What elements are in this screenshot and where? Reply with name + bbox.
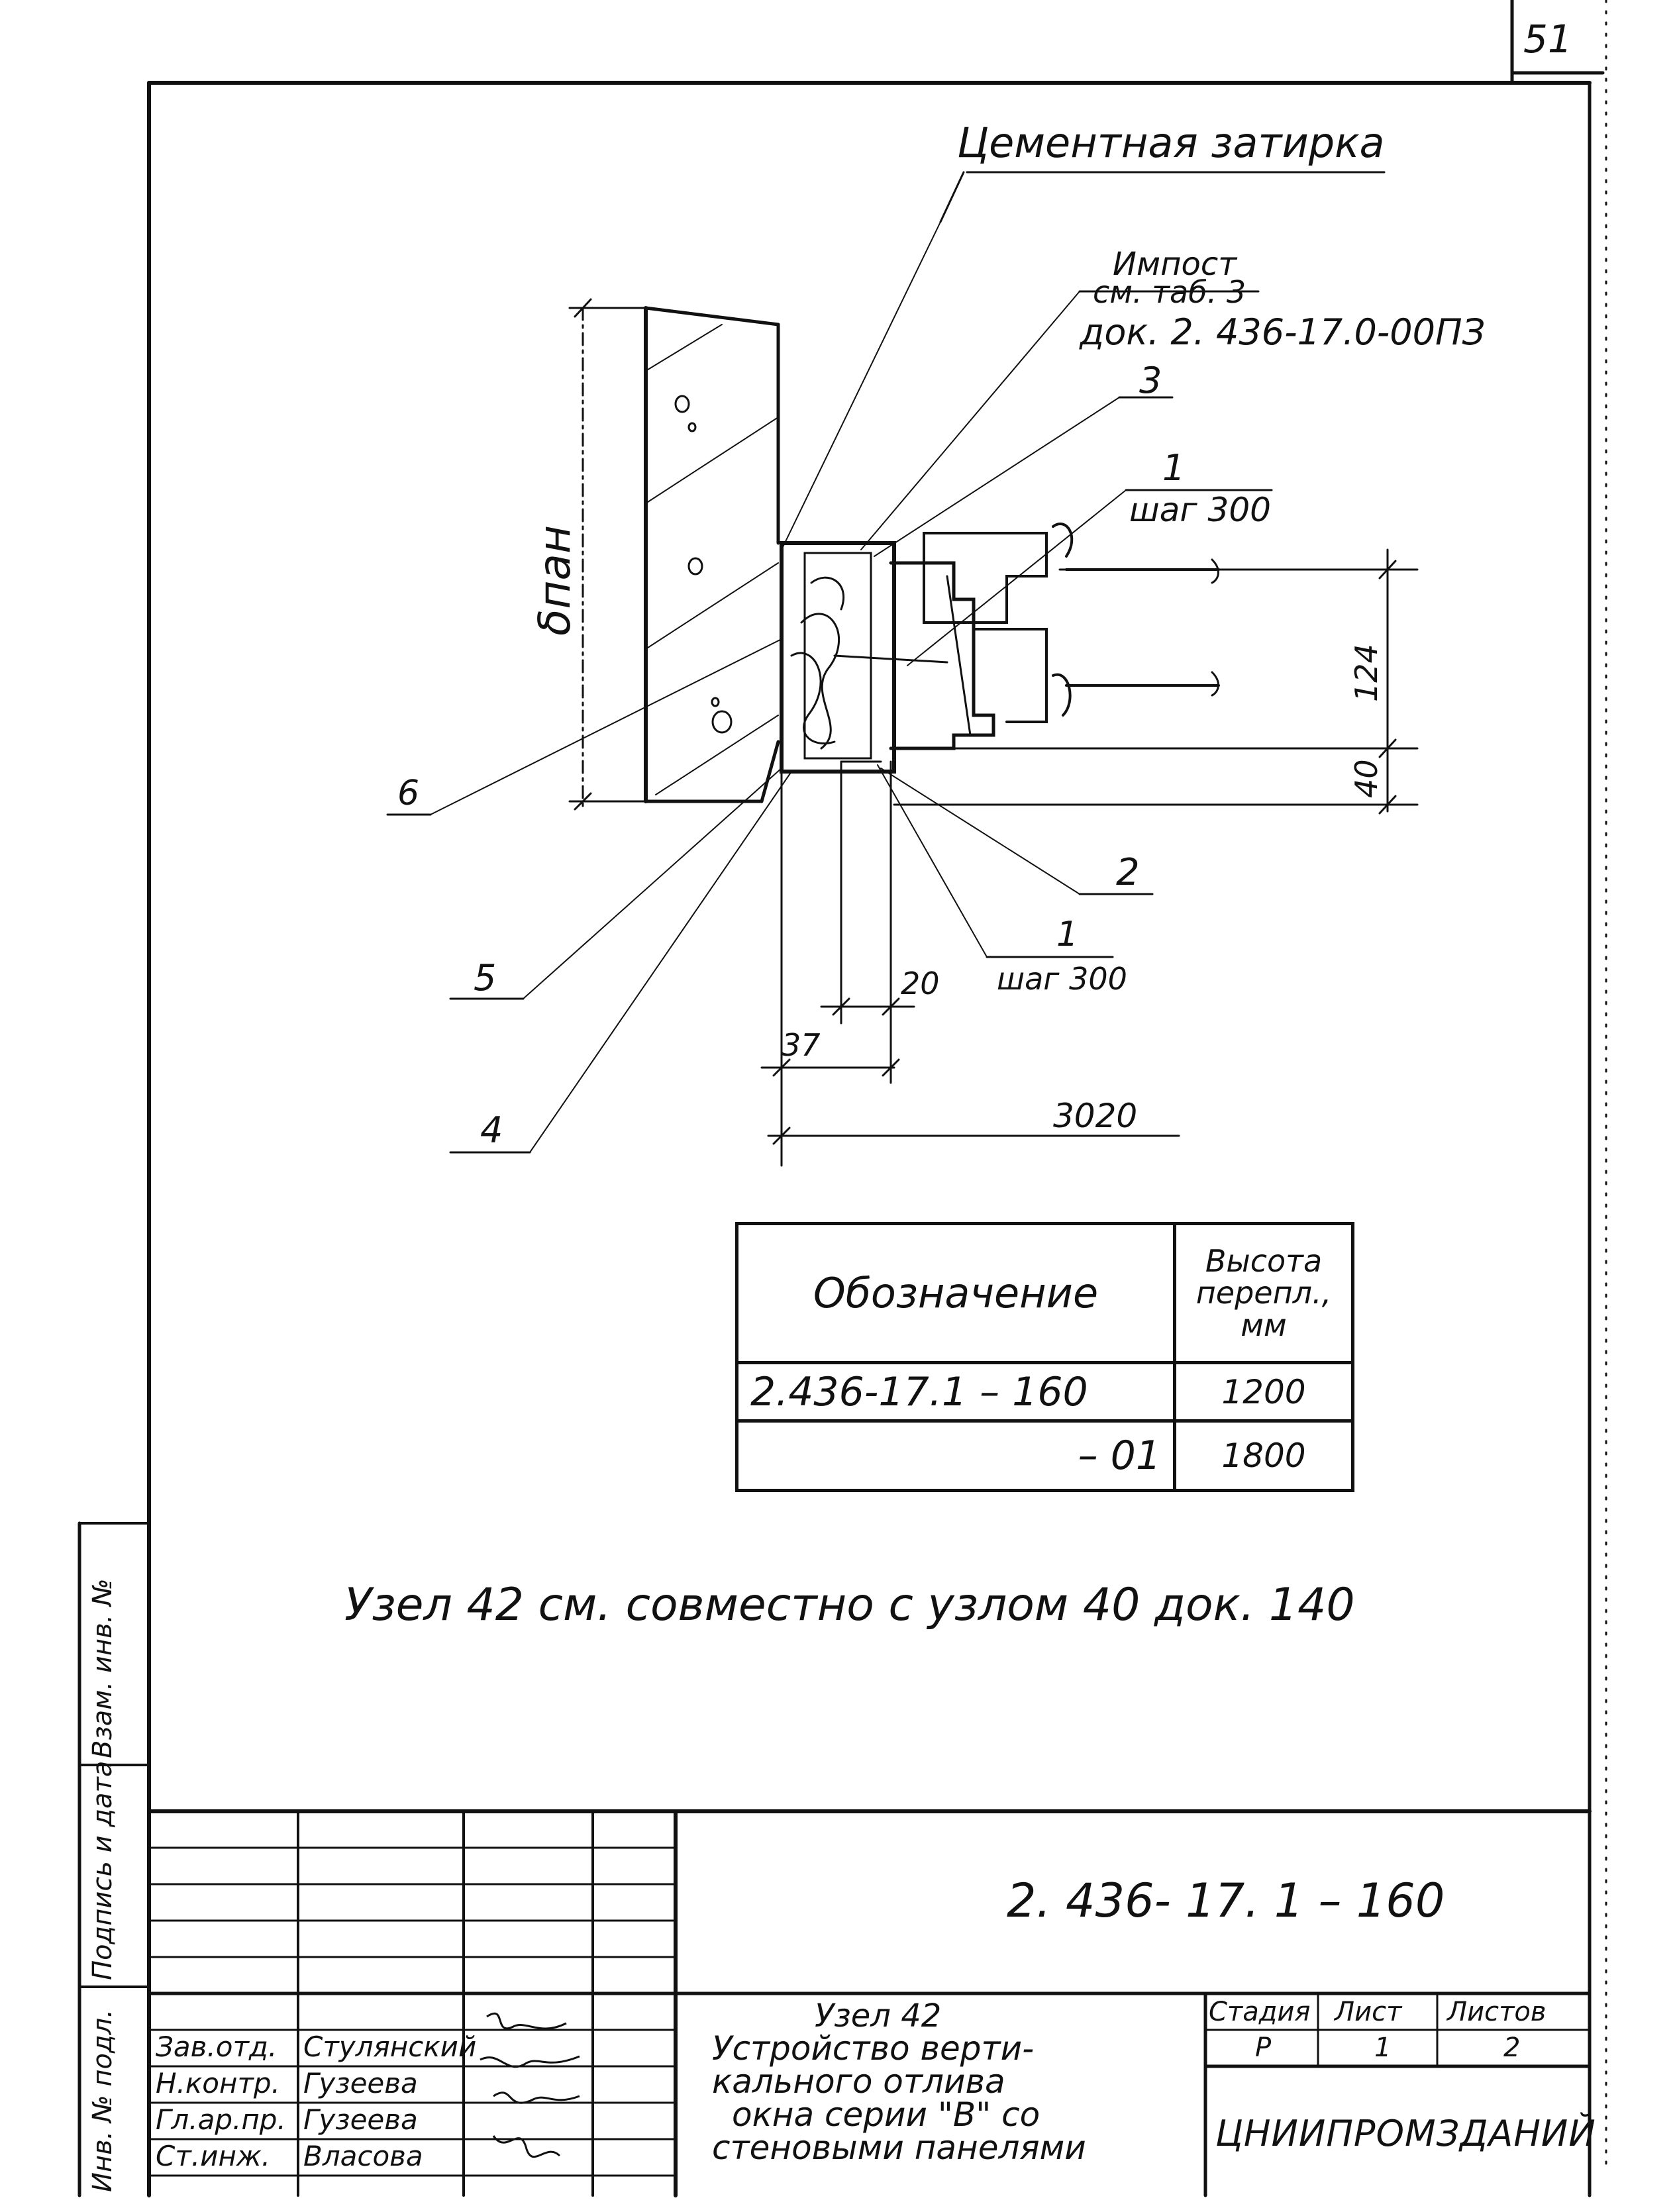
spec-row-designation: – 01 bbox=[735, 1419, 1176, 1492]
spec-header-height: Высота перепл., мм bbox=[1173, 1222, 1354, 1364]
spec-table-header: Обозначение Высота перепл., мм bbox=[735, 1222, 1354, 1364]
drawing-title-1: Узел 42 bbox=[815, 1997, 942, 2035]
dim-40: 40 bbox=[1348, 759, 1384, 798]
callout-cement: Цементная затирка bbox=[957, 119, 1385, 167]
signature-marks bbox=[480, 2012, 580, 2158]
sig-role: Н.контр. bbox=[156, 2067, 280, 2099]
callout-pos-1-bottom: 1 bbox=[1056, 915, 1079, 954]
callout-pos-6: 6 bbox=[397, 774, 420, 813]
strip-inv-original: Инв. № подл. bbox=[87, 2009, 118, 2192]
sig-name: Гузеева bbox=[303, 2067, 418, 2099]
stage-label: Стадия bbox=[1209, 1997, 1311, 2027]
callout-pos-5: 5 bbox=[474, 957, 497, 999]
table-row: 2.436-17.1 – 160 1200 bbox=[735, 1361, 1354, 1423]
callout-pos-3: 3 bbox=[1139, 360, 1162, 401]
spec-header-height-1: Высота bbox=[1205, 1243, 1323, 1280]
drawing-title-2: Устройство верти- bbox=[712, 2029, 1035, 2068]
sig-name: Стулянский bbox=[303, 2031, 477, 2063]
callout-impost-1: Импост bbox=[1113, 246, 1237, 283]
drawing-title-4: окна серии "В" со bbox=[732, 2095, 1041, 2134]
callout-impost-3: док. 2. 436-17.0-00ПЗ bbox=[1080, 311, 1486, 353]
dim-20: 20 bbox=[901, 966, 940, 1001]
organization-name: ЦНИИПРОМЗДАНИЙ bbox=[1215, 2113, 1596, 2154]
table-row: – 01 1800 bbox=[735, 1419, 1354, 1492]
note-text: Узел 42 см. совместно с узлом 40 док. 14… bbox=[344, 1579, 1355, 1631]
doc-code: 2. 436- 17. 1 – 160 bbox=[1007, 1874, 1445, 1928]
sheet-number: 51 bbox=[1523, 17, 1572, 62]
spec-row-height: 1200 bbox=[1173, 1361, 1354, 1423]
callout-step-bottom: шаг 300 bbox=[997, 961, 1127, 997]
spec-row-designation: 2.436-17.1 – 160 bbox=[735, 1361, 1176, 1423]
spec-header-height-3: мм bbox=[1241, 1307, 1287, 1343]
sheet-label: Лист bbox=[1335, 1997, 1402, 2027]
drawing-title-3: кального отлива bbox=[712, 2062, 1005, 2101]
dim-37: 37 bbox=[782, 1027, 821, 1063]
callout-impost-2: см. таб. 3 bbox=[1093, 274, 1246, 310]
sig-role: Гл.ар.пр. bbox=[156, 2103, 286, 2136]
dim-panel-thickness: δпан bbox=[529, 525, 580, 636]
sig-role: Ст.инж. bbox=[156, 2140, 271, 2172]
stage-value: Р bbox=[1255, 2033, 1272, 2063]
callout-step-top: шаг 300 bbox=[1129, 491, 1271, 529]
callout-pos-2: 2 bbox=[1116, 851, 1140, 894]
drawing-title-5: стеновыми панелями bbox=[712, 2129, 1086, 2167]
sheets-label: Листов bbox=[1447, 1997, 1547, 2027]
sheets-value: 2 bbox=[1503, 2033, 1521, 2063]
spec-header-designation: Обозначение bbox=[735, 1222, 1176, 1364]
strip-sign-date: Подпись и дата bbox=[87, 1760, 118, 1980]
dim-124: 124 bbox=[1348, 644, 1384, 702]
sig-role: Зав.отд. bbox=[156, 2031, 278, 2063]
spec-row-height: 1800 bbox=[1173, 1419, 1354, 1492]
dim-3020: 3020 bbox=[1053, 1097, 1138, 1135]
strip-replace-inv: Взам. инв. № bbox=[87, 1578, 118, 1758]
sig-name: Гузеева bbox=[303, 2103, 418, 2136]
callout-pos-1-top: 1 bbox=[1162, 447, 1186, 489]
spec-table: Обозначение Высота перепл., мм 2.436-17.… bbox=[735, 1222, 1354, 1492]
sheet-value: 1 bbox=[1374, 2033, 1392, 2063]
sig-name: Власова bbox=[303, 2140, 423, 2172]
spec-header-height-2: перепл., bbox=[1195, 1275, 1332, 1311]
callout-pos-4: 4 bbox=[480, 1109, 503, 1151]
